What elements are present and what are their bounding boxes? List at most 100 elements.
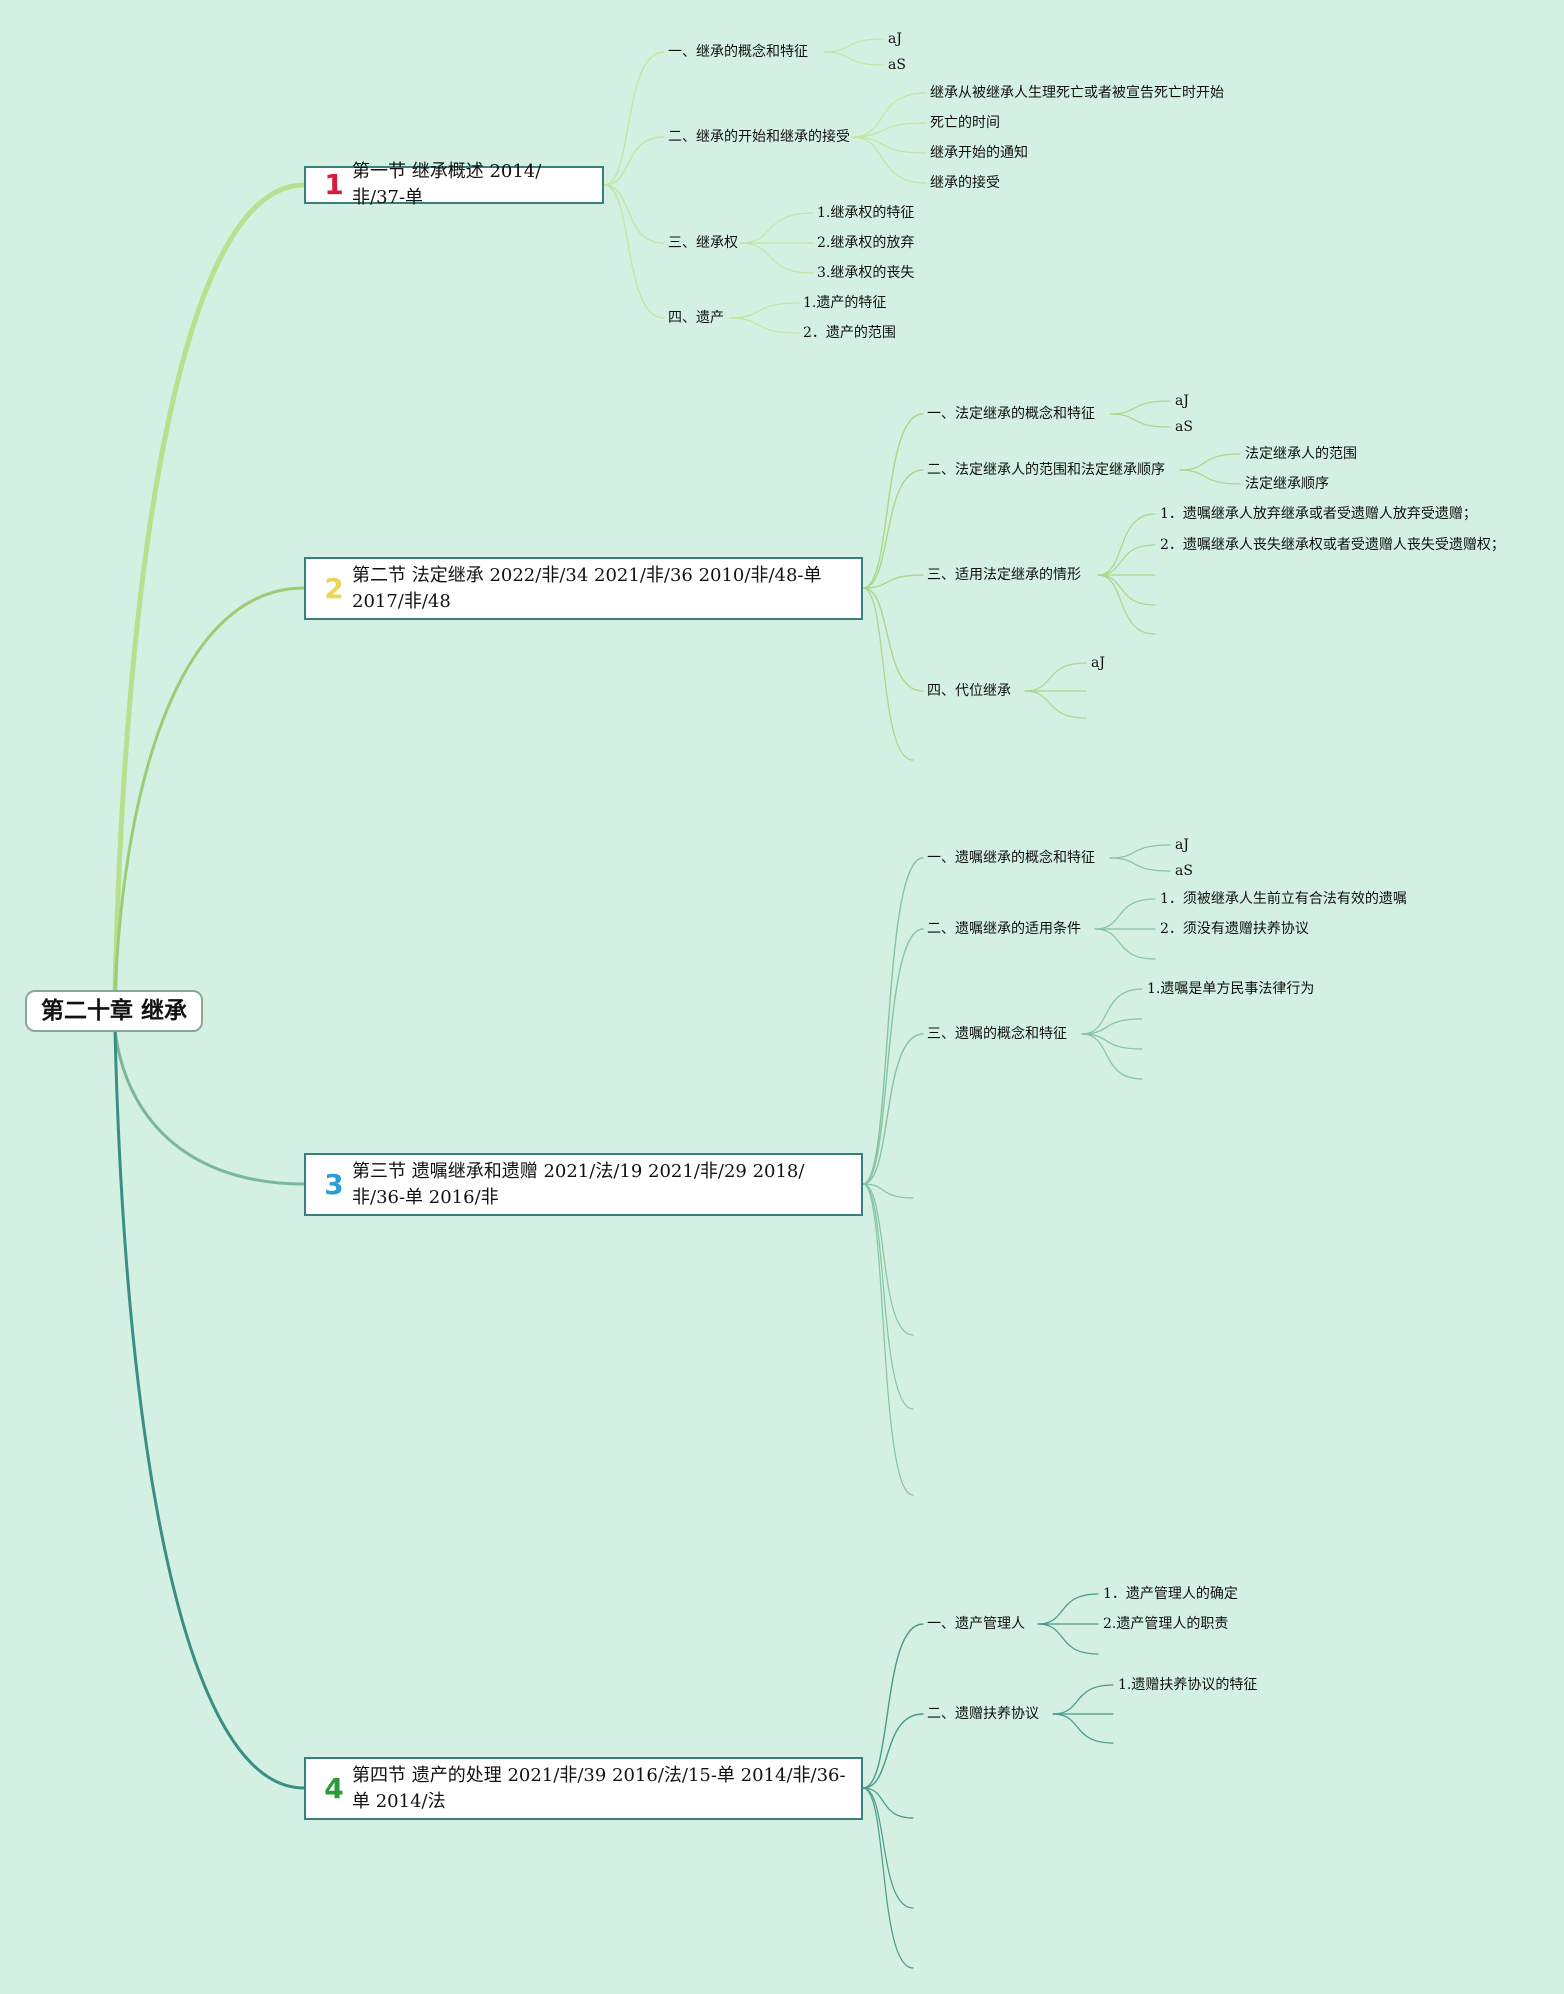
section-1-topic-2-item-4[interactable]: 继承的接受 (930, 175, 1000, 191)
branch-s2-t1 (862, 413, 924, 589)
branch-s1-t2-i3 (851, 136, 927, 154)
section-2-topic-1[interactable]: 一、法定继承的概念和特征 (927, 406, 1095, 422)
section-2-title: 第二节 法定继承 2022/非/34 2021/非/36 2010/非/48-单… (352, 564, 822, 612)
branch-s3-extra-1 (862, 1183, 914, 1199)
branch-s2-t1-i1 (1109, 400, 1171, 415)
section-2-topic-2-item-1[interactable]: 法定继承人的范围 (1245, 446, 1357, 462)
section-2-topic-2-item-2[interactable]: 法定继承顺序 (1245, 476, 1329, 492)
branch-s1-t2-i1 (851, 92, 927, 138)
branch-s1-t4-i2 (729, 317, 800, 334)
trunk-to-section-1 (112, 182, 307, 995)
branch-s3-t2-i1 (1094, 898, 1156, 930)
branch-s3-t1-i2 (1109, 857, 1171, 872)
branch-s1-t1 (603, 51, 665, 186)
branch-s2-t3-i1 (1097, 513, 1156, 576)
branch-s4-t1-i1 (1037, 1593, 1099, 1625)
trunk-to-section-4 (113, 1028, 306, 1790)
section-1-topic-2-item-3[interactable]: 继承开始的通知 (930, 145, 1028, 161)
section-1-topic-3-item-2[interactable]: 2.继承权的放弃 (817, 235, 915, 251)
branch-s1-t4 (603, 184, 665, 319)
section-2-topic-3-item-1[interactable]: 1．遗嘱继承人放弃继承或者受遗赠人放弃受遗赠； (1160, 506, 1477, 522)
section-3-topic-2[interactable]: 二、遗嘱继承的适用条件 (927, 921, 1081, 937)
section-2-topic-4-item-1[interactable]: aJ (1091, 655, 1105, 671)
section-3-topic-1[interactable]: 一、遗嘱继承的概念和特征 (927, 850, 1095, 866)
section-1-number-icon: 1 (324, 168, 344, 201)
section-2-topic-1-item-2[interactable]: aS (1175, 419, 1193, 435)
branch-s3-t3-i1 (1081, 988, 1143, 1035)
branch-s3-extra-3 (862, 1183, 914, 1410)
branch-s2-t4-i3 (1024, 690, 1087, 719)
section-3-topic-1-item-1[interactable]: aJ (1175, 837, 1189, 853)
section-1-topic-2-item-2[interactable]: 死亡的时间 (930, 115, 1000, 131)
branch-s1-t3-i1 (739, 212, 814, 244)
section-1-topic-3-item-3[interactable]: 3.继承权的丧失 (817, 265, 915, 281)
branch-s1-t1-i1 (823, 38, 885, 53)
trunk-to-section-2 (113, 586, 306, 994)
section-1-topic-4[interactable]: 四、遗产 (668, 310, 724, 326)
section-1-topic-2[interactable]: 二、继承的开始和继承的接受 (668, 129, 850, 145)
branch-s4-t2-i1 (1052, 1684, 1114, 1715)
section-3-topic-3-item-1[interactable]: 1.遗嘱是单方民事法律行为 (1147, 981, 1315, 997)
branch-s2-t3-i5 (1097, 574, 1156, 635)
section-3-topic-2-item-1[interactable]: 1．须被继承人生前立有合法有效的遗嘱 (1160, 891, 1407, 907)
section-3-title: 第三节 遗嘱继承和遗赠 2021/法/19 2021/非/29 2018/非/3… (352, 1160, 805, 1208)
branch-s3-t3 (862, 1033, 924, 1185)
section-2-topic-3-item-2[interactable]: 2．遗嘱继承人丧失继承权或者受遗赠人丧失受遗赠权； (1160, 537, 1505, 553)
root-topic[interactable]: 第二十章 继承 (25, 990, 203, 1032)
section-1-title: 第一节 继承概述 2014/非/37-单 (352, 161, 542, 208)
trunk-to-section-3 (113, 1028, 306, 1186)
section-3-topic-3[interactable]: 三、遗嘱的概念和特征 (927, 1026, 1067, 1042)
branch-s4-t1-i3 (1037, 1623, 1099, 1655)
branch-s4-t1 (862, 1623, 924, 1789)
section-3-node[interactable]: 3 第三节 遗嘱继承和遗赠 2021/法/19 2021/非/29 2018/非… (304, 1153, 863, 1216)
section-4-number-icon: 4 (324, 1771, 344, 1805)
branch-s4-extra-1 (862, 1787, 914, 1819)
section-1-node[interactable]: 1 第一节 继承概述 2014/非/37-单 (304, 161, 604, 208)
section-2-topic-2[interactable]: 二、法定继承人的范围和法定继承顺序 (927, 462, 1165, 478)
section-4-topic-2-item-1[interactable]: 1.遗赠扶养协议的特征 (1118, 1677, 1258, 1693)
branch-s2-t3-i2 (1097, 544, 1156, 576)
branch-s1-t3-i3 (739, 242, 814, 274)
branch-s3-t1 (862, 857, 924, 1185)
section-1-topic-3[interactable]: 三、继承权 (668, 235, 738, 251)
section-2-topic-3[interactable]: 三、适用法定继承的情形 (927, 567, 1081, 583)
branch-s4-extra-2 (862, 1787, 914, 1909)
section-1-topic-1-item-1[interactable]: aJ (888, 31, 902, 47)
branch-s4-t2 (862, 1713, 924, 1789)
section-4-topic-1-item-2[interactable]: 2.遗产管理人的职责 (1103, 1616, 1229, 1632)
section-3-number-icon: 3 (324, 1167, 344, 1201)
branch-s2-t2-i2 (1179, 469, 1241, 485)
branch-s2-t4 (862, 587, 924, 692)
section-1-topic-4-item-1[interactable]: 1.遗产的特征 (803, 295, 887, 311)
branch-s3-t1-i1 (1109, 844, 1171, 859)
branch-s3-t3-i2 (1081, 1018, 1143, 1035)
section-2-topic-1-item-1[interactable]: aJ (1175, 393, 1189, 409)
section-2-topic-4[interactable]: 四、代位继承 (927, 683, 1011, 699)
branch-s2-extra-1 (862, 587, 914, 761)
section-1-topic-2-item-1[interactable]: 继承从被继承人生理死亡或者被宣告死亡时开始 (930, 85, 1224, 101)
section-2-number-icon: 2 (324, 571, 344, 605)
branch-s1-t2 (603, 136, 665, 186)
branch-s1-t2-i4 (851, 136, 927, 184)
section-4-topic-1-item-1[interactable]: 1．遗产管理人的确定 (1103, 1586, 1238, 1602)
branch-s3-extra-4 (862, 1183, 914, 1496)
section-1-topic-1[interactable]: 一、继承的概念和特征 (668, 44, 808, 60)
section-1-topic-1-item-2[interactable]: aS (888, 57, 906, 73)
section-1-topic-3-item-1[interactable]: 1.继承权的特征 (817, 205, 915, 221)
branch-s3-t2 (862, 928, 924, 1185)
branch-s3-extra-2 (862, 1183, 914, 1336)
branch-s2-t1-i2 (1109, 413, 1171, 428)
branch-s4-t2-i3 (1052, 1713, 1114, 1744)
branch-s3-t3-i4 (1081, 1033, 1143, 1080)
section-4-node[interactable]: 4 第四节 遗产的处理 2021/非/39 2016/法/15-单 2014/非… (304, 1757, 863, 1820)
section-3-topic-1-item-2[interactable]: aS (1175, 863, 1193, 879)
branch-s3-t2-i3 (1094, 928, 1156, 960)
section-1-topic-4-item-2[interactable]: 2．遗产的范围 (803, 325, 896, 341)
branch-s2-t2 (862, 469, 924, 589)
section-2-node[interactable]: 2 第二节 法定继承 2022/非/34 2021/非/36 2010/非/48… (304, 557, 863, 620)
branch-s2-t3-i4 (1097, 574, 1156, 606)
section-3-topic-2-item-2[interactable]: 2．须没有遗赠扶养协议 (1160, 921, 1309, 937)
section-4-topic-1[interactable]: 一、遗产管理人 (927, 1616, 1025, 1632)
section-4-topic-2[interactable]: 二、遗赠扶养协议 (927, 1706, 1039, 1722)
